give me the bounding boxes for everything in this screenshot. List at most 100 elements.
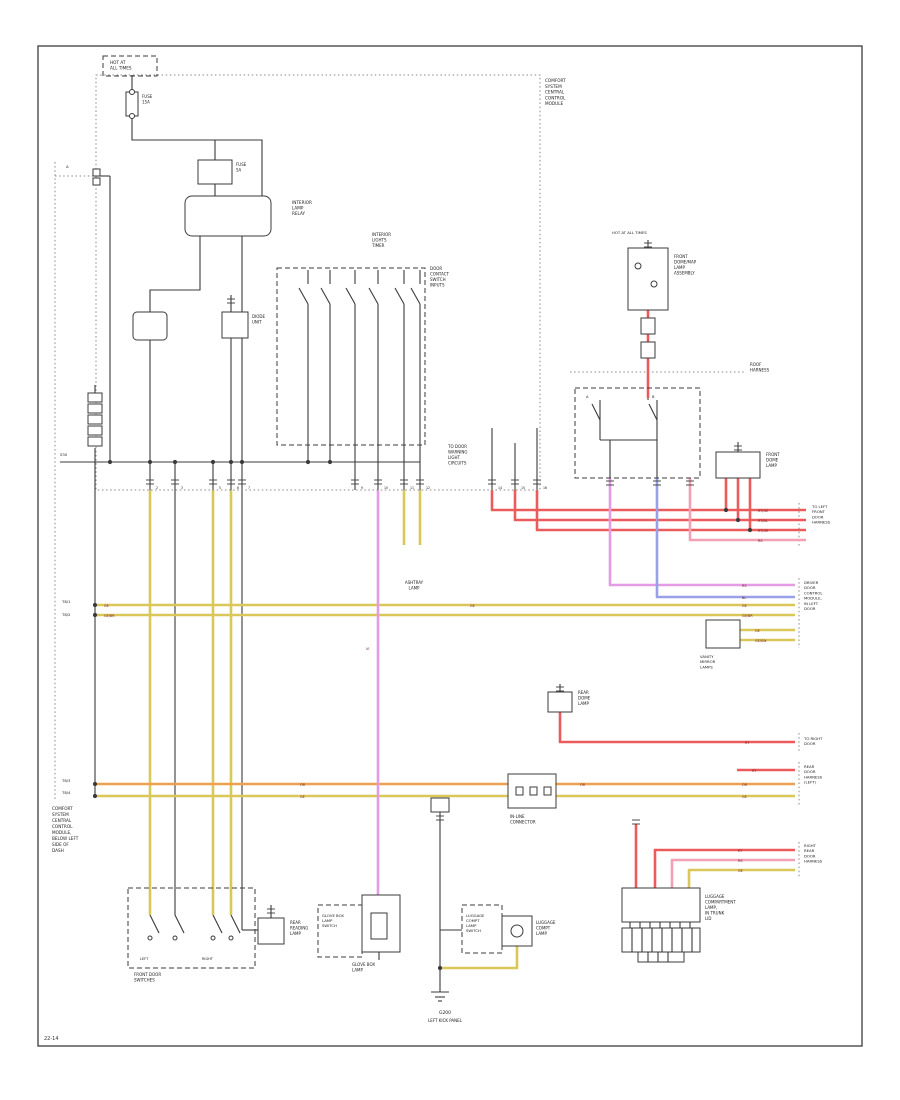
component-box [370,912,388,940]
wire-magenta [608,478,795,587]
diagram-label-line: DASH [52,848,64,853]
component-box [221,311,249,339]
wire-red [513,490,806,522]
diagram-label-line: ASSEMBLY [674,271,695,276]
diagram-label-line: 16 [543,486,547,490]
component-box [627,247,669,311]
module-outline [95,74,541,491]
diagram-label-line: LID [705,916,712,921]
component-box [125,91,139,117]
diagram-label-line: REAR [804,764,815,769]
diagram-label-line: SYSTEM [545,84,562,89]
diagram-label-line: MODULE, [804,596,822,601]
wire-red [535,490,806,532]
diagram-label-line: 7 [248,486,250,490]
junction-dot [92,602,98,608]
junction-dot [305,459,311,465]
diagram-label-line: GE [470,604,475,608]
diagram-label-line: T8/2 [61,612,71,617]
diagram-label: RS [738,859,743,863]
diagram-label-line: RIGHT [202,957,214,961]
junction-dot [210,459,216,465]
component-box [715,451,761,479]
diagram-label-line: GE/BR [104,614,115,618]
diagram-label: RT [738,849,743,853]
wire-red [558,712,795,744]
diagram-label-line: T8/4 [61,790,71,795]
diagram-label-line: DIODE [252,314,265,319]
page-reference: 22-14 [44,1036,59,1042]
component-box [87,403,103,414]
diagram-label-line: FRONT [766,452,780,457]
diagram-label-line: 2 [156,486,158,490]
diagram-label-line: FUSE [142,94,153,99]
diagram-label-line: SWITCHES [134,978,155,983]
component-box [361,894,401,953]
symbol-circle [634,262,642,270]
diagram-label-line: CONTACT [430,272,450,277]
symbol-circle [650,280,658,288]
diagram-label-line: LIGHTS [372,238,387,243]
diagram-label: 15 [521,486,525,490]
diagram-label-line: LAMP [290,931,302,936]
diagram-label-line: LEFT KICK PANEL [428,1018,463,1023]
wire-red [653,848,795,888]
symbol-circle [210,935,216,941]
diagram-label-line: LUGGAGE [466,913,485,918]
diagram-label-line: LAMP [536,931,548,936]
diagram-label-line: LAMP [766,463,778,468]
diagram-label-line: 3 [181,486,183,490]
wire-black [149,236,201,312]
diagram-label-line: FUSE [236,162,247,167]
wire-black [591,403,601,421]
component-box [547,691,573,713]
diagram-label-line: RT/GE [758,509,768,513]
diagram-label-line: CONTROL [52,824,73,829]
diagram-label: LEFT KICK PANEL [428,1018,463,1023]
diagram-label-line: TO RIGHT [803,736,823,741]
module-outline [127,887,256,969]
diagram-label-line: GLOVE BOX [352,962,375,967]
diagram-label-line: TO DOOR [447,444,467,449]
diagram-label-line: OR [742,783,748,787]
diagram-label-line: LAMPS [700,664,713,669]
diagram-label: 2 [156,486,158,490]
component-box [515,786,524,796]
diagram-label: G200 [439,1010,451,1016]
diagram-label: OR [580,783,586,787]
diagram-label-line: GE [742,795,747,799]
module-outline [574,387,701,479]
diagram-label-line: A [586,395,589,399]
component-box [87,392,103,403]
diagram-label: A [586,395,589,399]
diagram-label-line: 15 [521,486,525,490]
junction-dot [107,459,113,465]
diagram-label-line: INTERIOR [372,232,391,237]
symbol-circle [172,935,178,941]
diagram-label: GE/BR [104,614,115,618]
junction-dot [172,459,178,465]
diagram-label-line: HARNESS [812,520,831,525]
diagram-label-line: GE/SW [755,639,767,643]
diagram-label-line: UNIT [252,320,262,325]
diagram-label-line: COMPT [466,918,480,923]
diagram-label-line: LAMP [409,586,421,591]
wire-yellow [440,946,519,970]
diagram-label-line: DOME/MAP [674,260,697,265]
junction-dot [92,612,98,618]
diagram-label-line: DOME [766,458,779,463]
component-box [621,887,701,923]
diagram-label: HOT AT ALL TIMES [612,230,647,235]
diagram-label-line: BL [742,596,746,600]
component-box [621,927,701,953]
component-box [92,177,101,186]
diagram-label-line: BELOW LEFT [52,836,79,841]
